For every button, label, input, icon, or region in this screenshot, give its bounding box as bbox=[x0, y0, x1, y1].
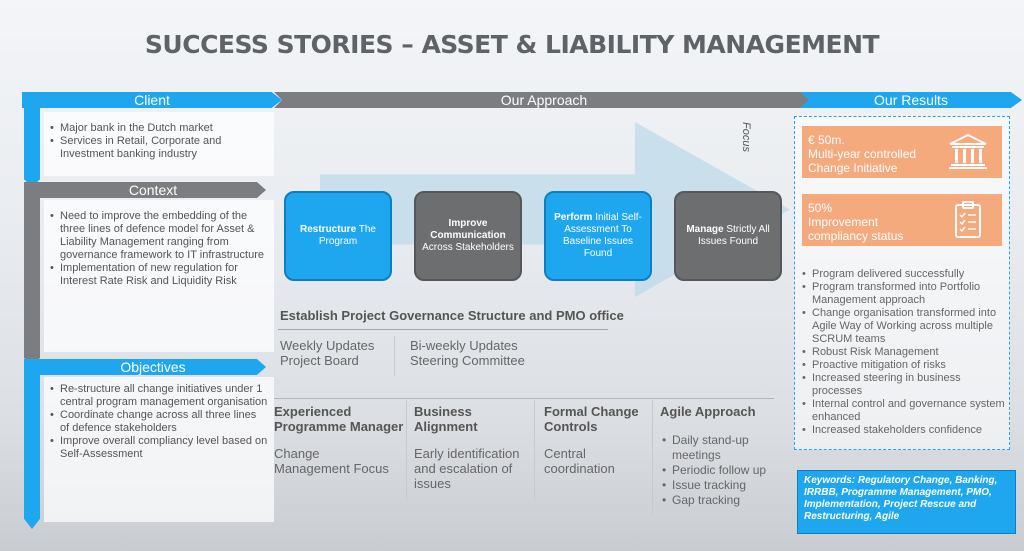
agile-item: Gap tracking bbox=[662, 493, 788, 508]
governance-line: Steering Committee bbox=[410, 353, 525, 368]
pillar-title: Programme Manager bbox=[274, 419, 404, 434]
pillar-text: Central bbox=[544, 446, 586, 461]
agile-item: Issue tracking bbox=[662, 478, 788, 493]
result-box-savings: € 50m. Multi-year controlled Change Init… bbox=[802, 126, 1002, 178]
approach-header: Our Approach bbox=[274, 92, 814, 108]
checklist-clipboard-icon bbox=[955, 201, 981, 238]
governance-line: Project Board bbox=[280, 353, 359, 368]
objectives-panel: Re-structure all change initiatives unde… bbox=[44, 377, 274, 522]
focus-label: Focus bbox=[740, 122, 752, 152]
context-item: Need to improve the embedding of the thr… bbox=[50, 210, 268, 262]
result-text: Change Initiative bbox=[808, 161, 898, 175]
step-perform: Perform Initial Self-Assessment To Basel… bbox=[544, 191, 652, 281]
governance-item: Bi-weekly Updates Steering Committee bbox=[410, 338, 525, 368]
result-text: Multi-year controlled bbox=[808, 147, 917, 161]
divider bbox=[406, 400, 407, 500]
pillar-text: Change bbox=[274, 446, 320, 461]
pillar-title: Controls bbox=[544, 419, 598, 434]
divider bbox=[534, 400, 535, 500]
pillar-text: and escalation of bbox=[414, 461, 513, 476]
objectives-header: Objectives bbox=[40, 359, 266, 375]
pillar-text: Management Focus bbox=[274, 461, 389, 476]
result-item: Change organisation transformed into Agi… bbox=[802, 307, 1006, 346]
pillar-experienced: Experienced Programme Manager Change Man… bbox=[274, 404, 404, 476]
pillar-title: Experienced bbox=[274, 404, 352, 419]
agile-item: Daily stand-up meetings bbox=[662, 433, 788, 463]
step-bold: Restructure bbox=[300, 224, 357, 235]
context-panel: Need to improve the embedding of the thr… bbox=[44, 200, 274, 352]
pillar-title: Agile Approach bbox=[660, 404, 756, 419]
divider bbox=[274, 398, 774, 399]
governance-line: Bi-weekly Updates bbox=[410, 338, 518, 353]
pillar-text: issues bbox=[414, 476, 451, 491]
result-item: Internal control and governance system e… bbox=[802, 398, 1006, 424]
bank-building-icon bbox=[949, 133, 987, 169]
agile-item: Periodic follow up bbox=[662, 463, 788, 478]
result-item: Robust Risk Management bbox=[802, 346, 1006, 359]
pillar-agile: Agile Approach Daily stand-up meetings P… bbox=[660, 404, 788, 508]
result-item: Proactive mitigation of risks bbox=[802, 359, 1006, 372]
objectives-item: Re-structure all change initiatives unde… bbox=[50, 383, 268, 409]
divider bbox=[652, 400, 653, 515]
client-item: Services in Retail, Corporate and Invest… bbox=[50, 135, 268, 161]
client-item: Major bank in the Dutch market bbox=[50, 122, 268, 135]
step-text: Strictly All Issues Found bbox=[697, 224, 770, 247]
governance-title: Establish Project Governance Structure a… bbox=[280, 308, 624, 323]
result-text: compliancy status bbox=[808, 229, 904, 243]
context-spine bbox=[24, 182, 40, 367]
pillar-text: Early identification bbox=[414, 446, 520, 461]
step-bold: Manage bbox=[686, 224, 724, 235]
pillar-title: Formal Change bbox=[544, 404, 639, 419]
step-manage: Manage Strictly All Issues Found bbox=[674, 191, 782, 281]
step-text: Across Stakeholders bbox=[422, 242, 514, 253]
result-item: Program transformed into Portfolio Manag… bbox=[802, 281, 1006, 307]
result-value: 50% bbox=[808, 201, 833, 215]
governance-line: Weekly Updates bbox=[280, 338, 375, 353]
results-header: Our Results bbox=[800, 92, 1022, 108]
pillar-formal-change: Formal Change Controls Central coordinat… bbox=[544, 404, 654, 476]
step-restructure: Restructure The Program bbox=[284, 191, 392, 281]
client-panel: Major bank in the Dutch market Services … bbox=[44, 112, 274, 176]
result-text: Improvement bbox=[808, 215, 879, 229]
result-item: Increased steering in business processes bbox=[802, 372, 1006, 398]
step-text: The Program bbox=[318, 224, 376, 247]
result-item: Program delivered successfully bbox=[802, 268, 1006, 281]
divider bbox=[278, 329, 608, 330]
pillar-title: Business bbox=[414, 404, 472, 419]
objectives-spine bbox=[24, 359, 40, 529]
context-header: Context bbox=[40, 182, 266, 198]
context-item: Implementation of new regulation for Int… bbox=[50, 262, 268, 288]
step-bold: Improve Communication bbox=[430, 218, 506, 241]
objectives-item: Coordinate change across all three lines… bbox=[50, 409, 268, 435]
objectives-item: Improve overall compliancy level based o… bbox=[50, 435, 268, 461]
pillar-text: coordination bbox=[544, 461, 615, 476]
page-title: SUCCESS STORIES – ASSET & LIABILITY MANA… bbox=[144, 30, 880, 59]
pillar-business: Business Alignment Early identification … bbox=[414, 404, 536, 491]
divider bbox=[394, 336, 395, 376]
results-list: Program delivered successfully Program t… bbox=[802, 268, 1006, 437]
keywords-box: Keywords: Regulatory Change, Banking, IR… bbox=[797, 470, 1016, 534]
step-text: Initial Self-Assessment To Baseline Issu… bbox=[562, 212, 642, 259]
result-box-compliancy: 50% Improvement compliancy status bbox=[802, 194, 1002, 246]
client-spine bbox=[24, 92, 40, 187]
step-bold: Perform bbox=[554, 212, 593, 223]
result-item: Increased stakeholders confidence bbox=[802, 424, 1006, 437]
client-header: Client bbox=[22, 92, 282, 108]
result-value: € 50m. bbox=[808, 133, 845, 147]
step-improve: Improve Communication Across Stakeholder… bbox=[414, 191, 522, 281]
pillar-title: Alignment bbox=[414, 419, 478, 434]
governance-item: Weekly Updates Project Board bbox=[280, 338, 374, 368]
